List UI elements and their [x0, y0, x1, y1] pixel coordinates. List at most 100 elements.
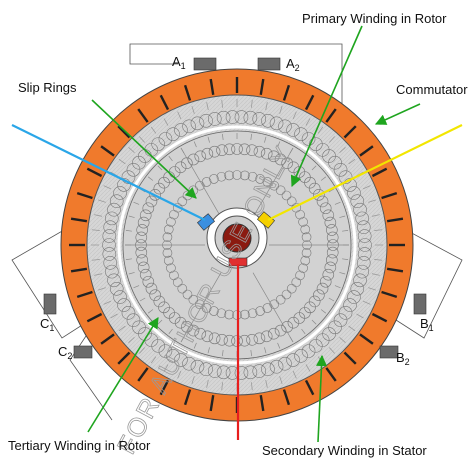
primary-coil-loop	[308, 295, 321, 308]
secondary-coil-loop	[103, 220, 118, 234]
brush-c1	[43, 293, 57, 315]
commutator-segment-bar	[325, 108, 337, 123]
rotor-slot-mark	[342, 258, 349, 260]
secondary-coil-loop	[343, 298, 357, 312]
rotor-slot-mark	[168, 155, 173, 162]
secondary-coil-loop	[355, 211, 370, 226]
stator-slot-mark	[163, 118, 169, 126]
tertiary-coil-loop	[162, 248, 173, 258]
secondary-coil-loop	[350, 194, 365, 209]
commutator-segment-bar	[304, 94, 315, 111]
primary-coil-loop	[139, 268, 152, 281]
tertiary-coil-loop	[224, 170, 234, 181]
primary-coil-loop	[223, 334, 236, 347]
tertiary-coil-loop	[166, 263, 176, 273]
tertiary-coil-loop	[169, 270, 179, 281]
commutator-segment-bar	[386, 267, 404, 273]
commutator-segment-bar	[159, 379, 170, 396]
commutator-segment-bar	[259, 78, 265, 96]
commutator-segment-bar	[100, 145, 115, 157]
commutator-segment-bar	[100, 333, 115, 345]
arrow-tertiary-winding	[87, 317, 159, 433]
stator-slot-mark	[356, 313, 364, 319]
primary-coil-loop	[135, 231, 148, 244]
tertiary-coil-loop	[216, 171, 227, 182]
secondary-coil-loop	[190, 359, 205, 374]
blue-lead-line	[11, 124, 206, 221]
rotor-spoke	[180, 147, 222, 218]
primary-coil-loop	[293, 312, 306, 324]
primary-coil-loop	[149, 189, 161, 201]
stator-slot-mark	[339, 337, 346, 343]
tertiary-coil-loop	[286, 283, 297, 294]
secondary-coil-loop	[174, 353, 188, 367]
tertiary-coil-loop	[281, 289, 292, 300]
secondary-coil-loop	[261, 362, 275, 376]
stator-slot-mark	[265, 102, 268, 111]
stator-slot-mark	[251, 382, 253, 391]
secondary-coil-loop	[309, 339, 323, 353]
secondary-coil-loop	[121, 170, 136, 184]
tertiary-coil-loop	[162, 232, 173, 242]
arrow-primary-winding	[290, 25, 363, 188]
commutator-segment-bar	[86, 167, 103, 178]
stator-slots	[91, 99, 383, 391]
stator-slot-mark	[163, 364, 169, 372]
primary-coil-loop	[194, 327, 207, 340]
primary-coil-loop	[319, 275, 332, 288]
commutator-segment-bar	[209, 78, 215, 96]
secondary-coil-loop	[158, 132, 173, 146]
rotor-slot-mark	[207, 347, 210, 354]
primary-coil-loop	[267, 327, 280, 340]
rotor-slot-mark	[320, 309, 327, 314]
commutator-segments	[69, 77, 405, 413]
primary-coil-loop	[201, 147, 214, 160]
commutator-segment-bar	[70, 267, 88, 273]
stator-slot-mark	[329, 347, 335, 354]
secondary-coil-loop	[113, 186, 127, 200]
commutator-segment-bar	[381, 290, 398, 299]
rotor-slot-mark	[334, 285, 341, 289]
tertiary-coil-loop	[300, 224, 311, 235]
pointer-arrows	[87, 25, 421, 443]
commutator-segment-bar	[86, 312, 103, 323]
stator-slot-mark	[265, 379, 268, 388]
tertiary-coil-loop	[216, 308, 227, 319]
primary-winding-coils	[135, 143, 339, 347]
tertiary-coil-loop	[247, 308, 258, 319]
secondary-coil-loop	[353, 273, 367, 288]
stator-slot-mark	[374, 259, 383, 261]
brush-b2	[379, 345, 399, 359]
stator-slot-mark	[128, 337, 135, 343]
primary-coil-loop	[142, 202, 155, 215]
stator-slot-mark	[150, 126, 157, 134]
tertiary-coil-loop	[255, 306, 265, 316]
rotor-slot-mark	[311, 165, 317, 171]
shaft	[222, 223, 252, 253]
primary-coil-loop	[136, 254, 148, 266]
primary-coil-loop	[136, 224, 148, 236]
secondary-coil-loop	[126, 162, 141, 177]
commutator-segment-bar	[117, 351, 131, 365]
rotor-slot-mark	[193, 141, 197, 148]
tertiary-coil-loop	[240, 309, 250, 320]
brush-a2	[257, 57, 281, 71]
secondary-coil-loop	[102, 229, 117, 243]
secondary-coil-loop	[234, 110, 249, 124]
stator-slot-mark	[191, 376, 195, 384]
commutator-segment-bar	[76, 191, 93, 200]
secondary-coil-loop	[278, 356, 292, 371]
commutator-segment-bar	[259, 394, 265, 412]
secondary-coil-loop	[357, 247, 372, 261]
primary-coil-loop	[316, 282, 329, 295]
secondary-coil-loop	[190, 116, 205, 131]
stator-slot-mark	[279, 376, 283, 384]
primary-coil-loop	[246, 144, 258, 156]
commutator-segment-bar	[325, 367, 337, 382]
secondary-coil-loop	[356, 220, 371, 234]
rotor-slot-mark	[320, 176, 327, 181]
secondary-coil-loop	[104, 264, 119, 279]
secondary-coil-loop	[252, 112, 267, 126]
rotor-slot-mark	[339, 215, 346, 218]
tertiary-coil-loop	[194, 299, 205, 310]
